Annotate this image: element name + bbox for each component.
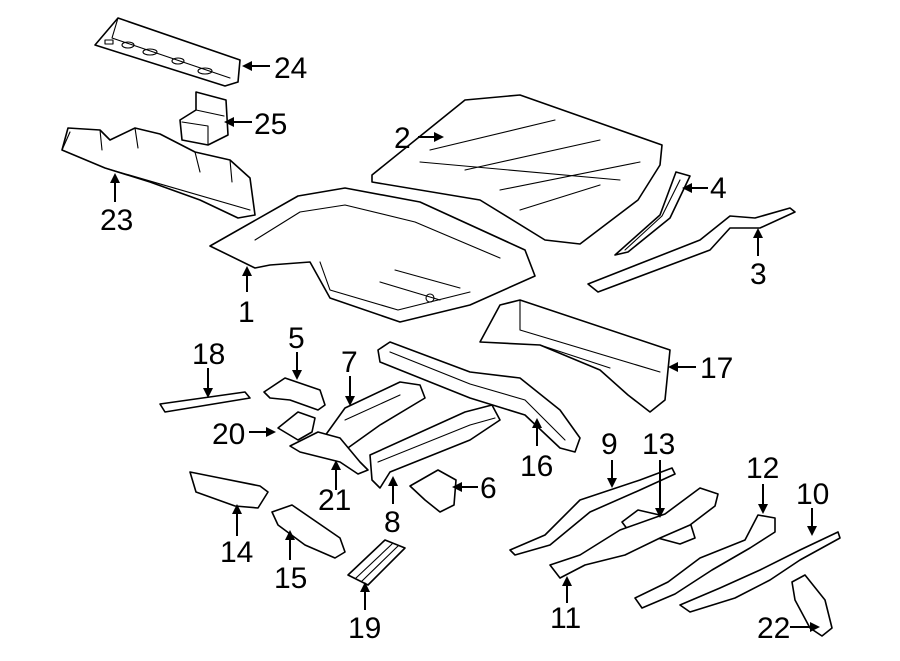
part-21-rail[interactable]: [289, 431, 369, 475]
callout-12: 12: [746, 452, 779, 485]
callout-19: 19: [348, 612, 381, 645]
part-6-bracket[interactable]: [409, 469, 457, 513]
leader-lines: [110, 61, 820, 632]
callout-5: 5: [288, 322, 305, 355]
part-8-rail[interactable]: [369, 404, 501, 489]
part-15-bracket[interactable]: [271, 504, 346, 559]
callout-17: 17: [700, 352, 733, 385]
part-11-frame-rail[interactable]: [549, 487, 719, 579]
callout-8: 8: [384, 506, 401, 539]
callout-14: 14: [220, 536, 253, 569]
callout-23: 23: [100, 204, 133, 237]
callout-25: 25: [254, 108, 287, 141]
callout-20: 20: [212, 418, 245, 451]
callout-2: 2: [394, 122, 411, 155]
callout-21: 21: [318, 484, 351, 517]
part-25-bracket[interactable]: [179, 91, 229, 146]
callout-6: 6: [480, 472, 497, 505]
part-16-rail[interactable]: [377, 341, 581, 453]
part-2-rear-floor-pan[interactable]: [371, 94, 663, 245]
part-19-channel[interactable]: [347, 539, 406, 586]
callout-9: 9: [601, 428, 618, 461]
callout-1: 1: [238, 296, 255, 329]
callout-22: 22: [757, 612, 790, 645]
part-18-strip[interactable]: [159, 391, 251, 413]
part-4-rail[interactable]: [614, 171, 691, 256]
part-3-sill-rail[interactable]: [587, 207, 796, 293]
part-24-panel[interactable]: [94, 17, 241, 87]
part-14-bracket[interactable]: [189, 471, 269, 509]
callout-labels: 24 25 23 1 2 4 3 17 18 5 7 20 21 8 16 6 …: [100, 52, 829, 645]
part-10-frame-rail[interactable]: [679, 531, 841, 613]
callout-4: 4: [710, 172, 727, 205]
callout-24: 24: [274, 52, 307, 85]
callout-16: 16: [520, 450, 553, 483]
part-23-crossmember[interactable]: [61, 127, 256, 219]
part-5-bracket[interactable]: [263, 377, 326, 411]
part-17-rear-panel[interactable]: [479, 299, 671, 413]
callout-11: 11: [550, 602, 581, 635]
callout-15: 15: [274, 562, 307, 595]
callout-3: 3: [750, 258, 767, 291]
callout-13: 13: [642, 428, 675, 461]
callout-18: 18: [192, 338, 225, 371]
part-9-rail[interactable]: [509, 467, 676, 556]
part-20-bracket[interactable]: [277, 411, 316, 441]
part-1-front-floor-pan[interactable]: [209, 187, 536, 323]
callout-10: 10: [796, 478, 829, 511]
callout-7: 7: [341, 346, 358, 379]
part-22-bracket[interactable]: [791, 574, 833, 637]
part-12-frame-rail[interactable]: [634, 514, 776, 609]
